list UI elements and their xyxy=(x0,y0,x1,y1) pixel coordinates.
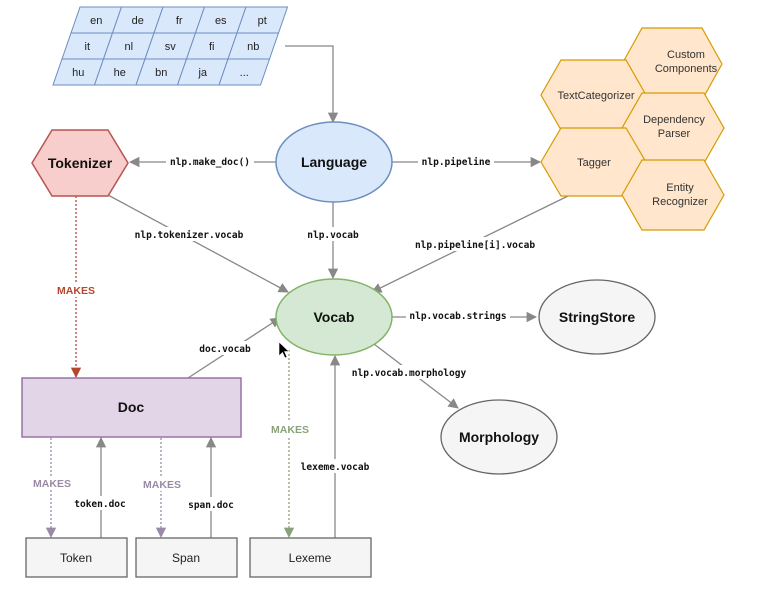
node-language-label: Language xyxy=(301,154,367,170)
label-custom-line2: Components xyxy=(655,63,718,75)
node-morphology xyxy=(440,399,558,475)
label-makes-vocab-lexeme: MAKES xyxy=(271,424,309,436)
node-span-label: Span xyxy=(172,551,200,565)
language-code: sv xyxy=(165,41,177,53)
label-make-doc: nlp.make_doc() xyxy=(170,157,250,168)
label-lexeme-vocab: lexeme.vocab xyxy=(301,462,370,473)
node-tokenizer-label: Tokenizer xyxy=(48,155,113,171)
label-entity-line1: Entity xyxy=(666,182,694,194)
language-code: hu xyxy=(72,67,84,79)
label-makes-doc-span: MAKES xyxy=(143,479,181,491)
language-code: ja xyxy=(197,67,207,79)
label-doc-vocab: doc.vocab xyxy=(199,344,251,355)
label-pipeline-vocab: nlp.pipeline[i].vocab xyxy=(415,240,535,251)
language-grid: en de fr es pt it nl sv fi nb hu he bn ja... xyxy=(52,6,289,86)
language-code: nb xyxy=(247,41,259,53)
pipeline-components: Custom Components TextCategorizer Depend… xyxy=(540,27,725,231)
node-vocab xyxy=(275,278,393,356)
language-code: he xyxy=(114,67,126,79)
node-language xyxy=(275,121,393,203)
language-code: fr xyxy=(176,15,183,27)
language-cell xyxy=(218,58,271,86)
node-token-label: Token xyxy=(60,551,92,565)
language-code: ... xyxy=(240,67,249,79)
node-doc xyxy=(21,377,242,438)
language-code: es xyxy=(215,15,227,27)
hex-entity-recognizer xyxy=(621,159,725,231)
edge-labels: nlp.make_doc() nlp.pipeline nlp.tokenize… xyxy=(30,154,538,511)
language-code: nl xyxy=(124,41,133,53)
language-code: en xyxy=(90,15,102,27)
label-token-doc: token.doc xyxy=(74,499,125,510)
label-custom-line1: Custom xyxy=(667,49,705,61)
edge-tokenizer-vocab xyxy=(107,194,289,293)
label-textcategorizer: TextCategorizer xyxy=(557,90,634,102)
edge-languages-to-language xyxy=(285,45,339,124)
language-code: fi xyxy=(209,41,215,53)
label-vocab: nlp.vocab xyxy=(307,230,359,241)
label-makes-doc-token: MAKES xyxy=(33,478,71,490)
language-code: it xyxy=(85,41,91,53)
cursor-icon xyxy=(278,341,290,359)
language-code: bn xyxy=(155,67,167,79)
node-span xyxy=(135,537,238,578)
node-tokenizer xyxy=(31,129,129,197)
label-dependency-line2: Parser xyxy=(658,128,691,140)
label-pipeline: nlp.pipeline xyxy=(422,157,491,168)
node-token xyxy=(25,537,128,578)
label-dependency-line1: Dependency xyxy=(643,114,705,126)
language-code: pt xyxy=(258,15,267,27)
label-tagger: Tagger xyxy=(577,157,611,169)
label-entity-line2: Recognizer xyxy=(652,196,708,208)
node-morphology-label: Morphology xyxy=(459,429,539,445)
node-stringstore xyxy=(538,279,656,355)
label-morphology: nlp.vocab.morphology xyxy=(352,368,467,379)
language-code: de xyxy=(132,15,144,27)
label-span-doc: span.doc xyxy=(188,500,234,511)
node-stringstore-label: StringStore xyxy=(559,309,635,325)
node-vocab-label: Vocab xyxy=(314,309,355,325)
label-tokenizer-vocab: nlp.tokenizer.vocab xyxy=(135,230,244,241)
node-doc-label: Doc xyxy=(118,399,145,415)
node-lexeme-label: Lexeme xyxy=(289,551,332,565)
label-makes-tokenizer-doc: MAKES xyxy=(57,285,95,297)
node-lexeme xyxy=(249,537,372,578)
label-strings: nlp.vocab.strings xyxy=(409,311,506,322)
